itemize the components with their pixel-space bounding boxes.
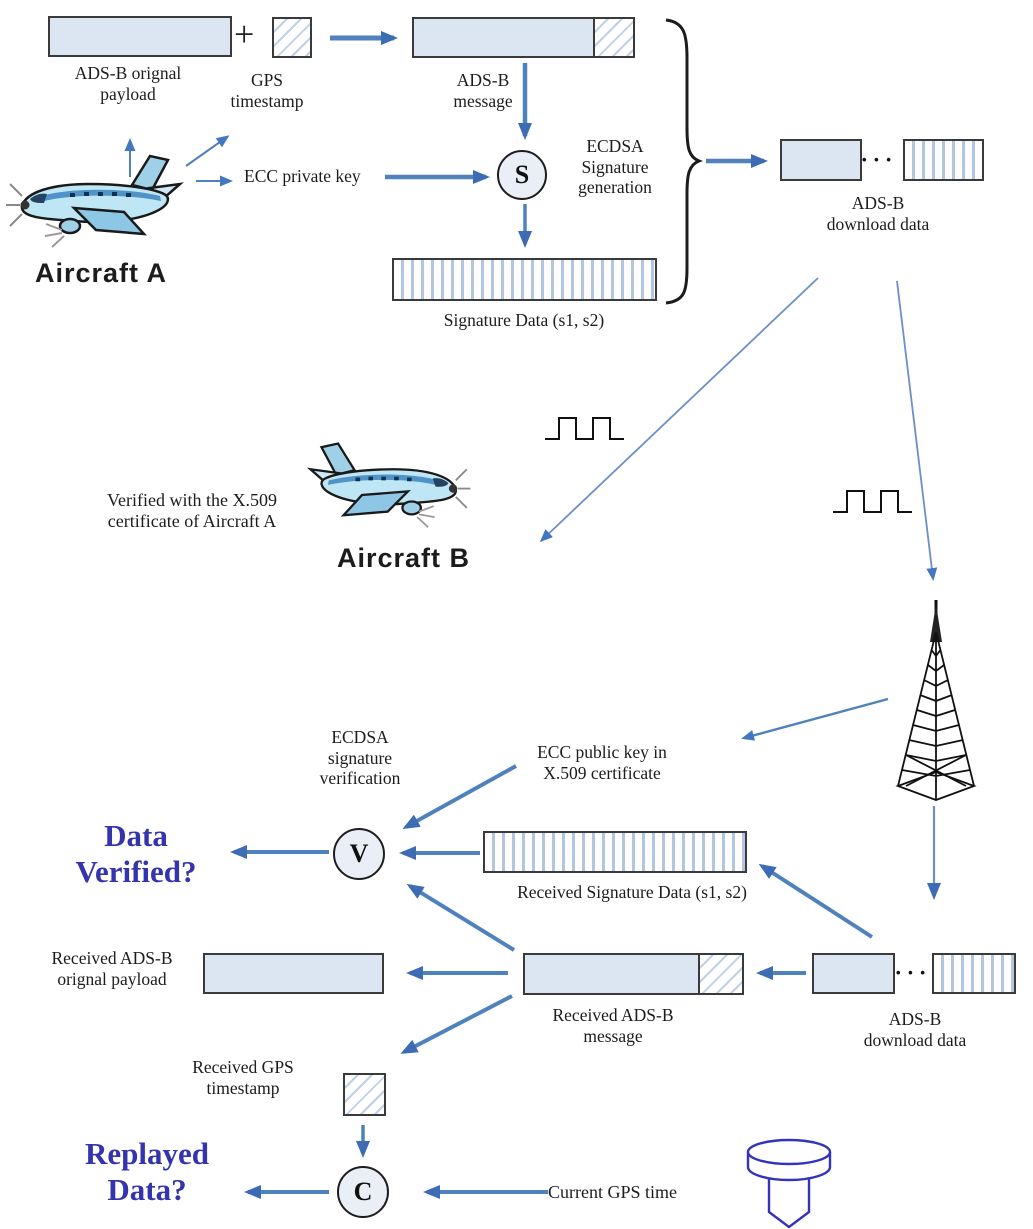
gps-timestamp-box bbox=[272, 17, 312, 58]
arrow-download-to-aircraft-b bbox=[539, 277, 819, 543]
sign-operator: S bbox=[497, 150, 547, 200]
radio-wave-icon bbox=[833, 490, 912, 513]
aircraft-b-label: Aircraft B bbox=[337, 543, 471, 573]
arrow-aircraft-to-timestamp bbox=[185, 135, 230, 167]
ellipsis-bottom: • • • bbox=[896, 965, 927, 980]
received-message-label: Received ADS-B message bbox=[552, 1005, 674, 1046]
aircraft-a-label: Aircraft A bbox=[35, 258, 168, 288]
brace bbox=[665, 18, 704, 305]
verified-note: Verified with the X.509 certificate of A… bbox=[107, 490, 277, 532]
arrow-publickey-to-verify bbox=[402, 764, 517, 829]
gps-timestamp-label: GPS timestamp bbox=[230, 70, 304, 111]
message-timestamp-segment bbox=[593, 19, 633, 56]
antenna-tower-icon bbox=[895, 600, 977, 801]
ecc-private-key-label: ECC private key bbox=[244, 166, 361, 186]
adsb-download-data-bottom-label: ADS-B download data bbox=[863, 1009, 967, 1050]
download-data-plain-box-bottom bbox=[812, 953, 895, 994]
received-timestamp-segment bbox=[698, 955, 742, 993]
radio-wave-icon bbox=[545, 417, 624, 440]
received-signature-label: Received Signature Data (s1, s2) bbox=[517, 882, 747, 902]
received-message-box bbox=[523, 953, 744, 995]
verify-operator: V bbox=[333, 828, 385, 880]
download-data-striped-box-bottom bbox=[932, 953, 1016, 994]
adsb-download-data-top-label: ADS-B download data bbox=[826, 193, 930, 234]
received-payload-box bbox=[203, 953, 384, 994]
compare-operator: C bbox=[337, 1166, 389, 1218]
download-data-plain-box-top bbox=[780, 139, 862, 181]
adsb-message-label: ADS-B message bbox=[453, 70, 513, 111]
signature-data-label: Signature Data (s1, s2) bbox=[443, 310, 605, 330]
ellipsis-top: • • • bbox=[862, 152, 893, 167]
download-data-striped-box-top bbox=[903, 139, 984, 181]
arrow-message-to-verify bbox=[406, 883, 516, 952]
replayed-data-question: Replayed Data? bbox=[85, 1136, 209, 1207]
gps-receiver-icon bbox=[746, 1138, 832, 1229]
current-gps-time-label: Current GPS time bbox=[548, 1182, 677, 1202]
aircraft-a-icon bbox=[6, 154, 184, 248]
ecdsa-verification-label: ECDSA signature verification bbox=[319, 727, 401, 789]
ecdsa-generation-label: ECDSA Signature generation bbox=[578, 136, 652, 198]
received-signature-box bbox=[483, 831, 747, 873]
aircraft-b-icon bbox=[306, 442, 471, 528]
received-payload-label: Received ADS-B orignal payload bbox=[51, 948, 173, 989]
adsb-original-payload-box bbox=[48, 16, 232, 57]
adsb-original-payload-label: ADS-B orignal payload bbox=[74, 63, 182, 104]
ecc-public-key-label: ECC public key in X.509 certificate bbox=[537, 742, 667, 783]
arrow-download-to-tower bbox=[896, 280, 938, 581]
plus-sign: + bbox=[234, 14, 255, 54]
received-gps-timestamp-label: Received GPS timestamp bbox=[192, 1057, 294, 1098]
arrow-tower-to-publickey bbox=[741, 697, 889, 741]
data-verified-question: Data Verified? bbox=[75, 818, 197, 889]
signature-data-box bbox=[392, 258, 657, 301]
received-gps-timestamp-box bbox=[343, 1073, 386, 1116]
arrow-downloadb-to-signature bbox=[758, 863, 874, 939]
adsb-message-box bbox=[412, 17, 635, 58]
arrow-message-to-timestamp bbox=[400, 994, 513, 1054]
